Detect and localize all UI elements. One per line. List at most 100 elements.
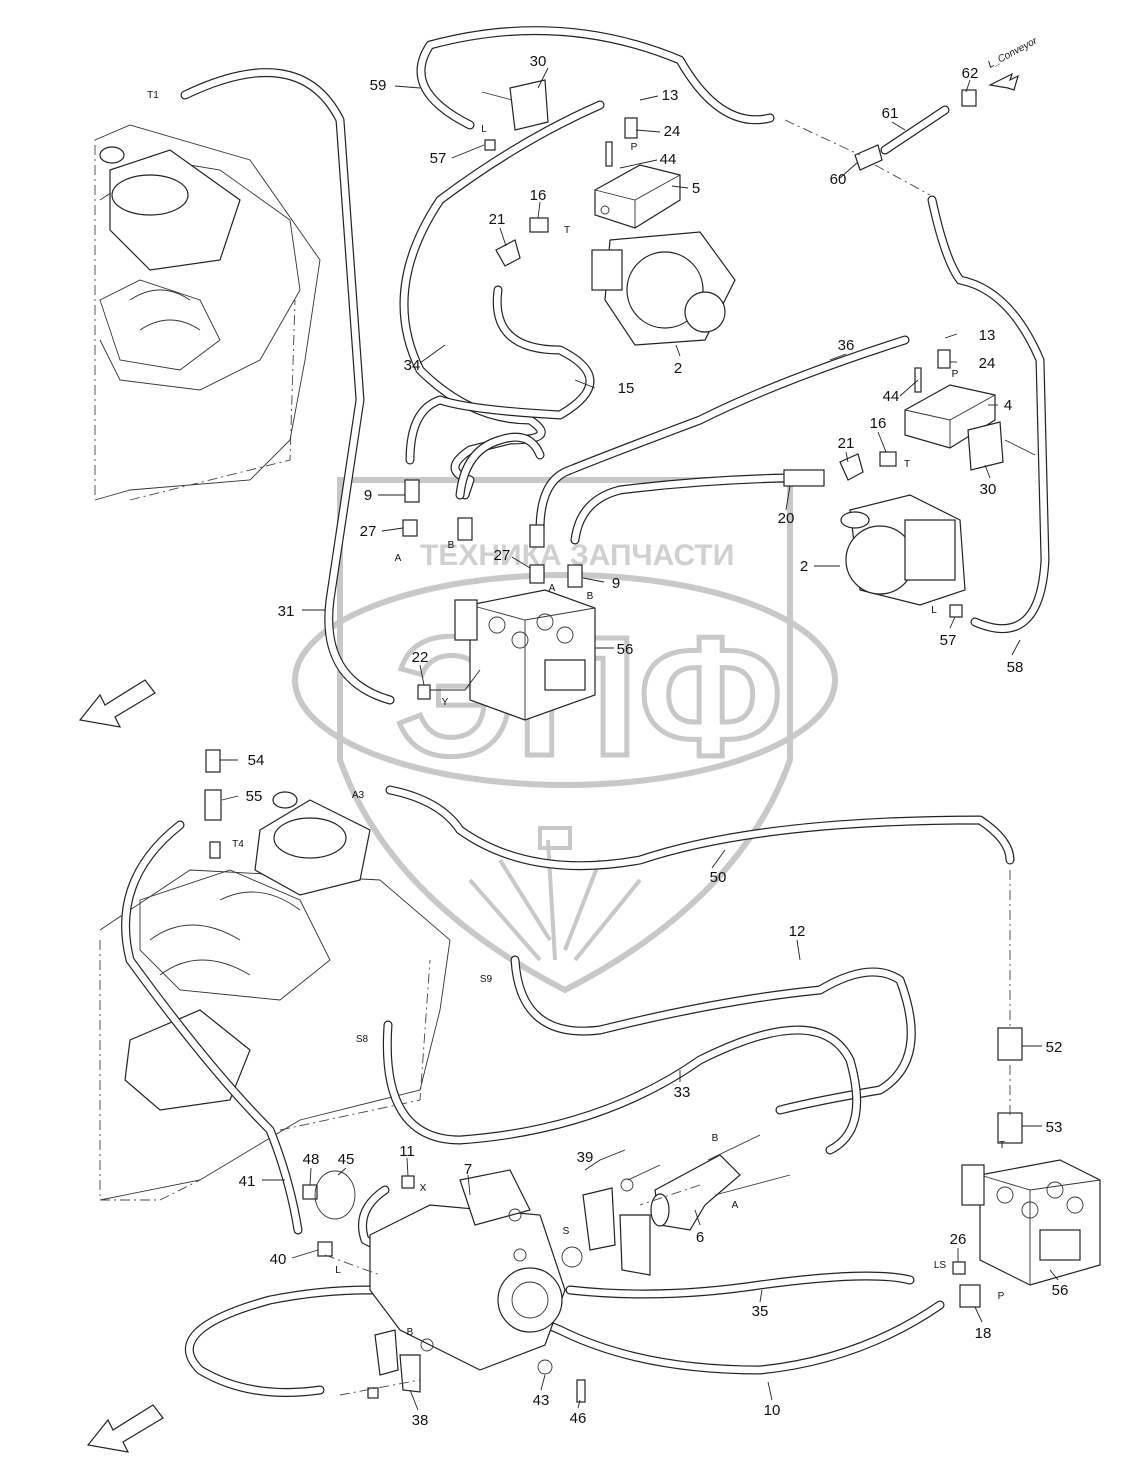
callout-46: 46 — [570, 1410, 587, 1427]
callout-43: 43 — [533, 1392, 550, 1409]
port-B-elbow: B — [712, 1133, 719, 1144]
port-B-bottom: B — [407, 1327, 414, 1338]
port-T4: T4 — [232, 839, 244, 850]
callout-54: 54 — [248, 752, 265, 769]
callout-13-top: 13 — [662, 87, 679, 104]
port-L-bottom: L — [335, 1265, 341, 1276]
callout-15: 15 — [618, 380, 635, 397]
callout-52: 52 — [1046, 1039, 1063, 1056]
hose-33 — [382, 1020, 862, 1155]
callout-58: 58 — [1007, 659, 1024, 676]
callout-31: 31 — [278, 603, 295, 620]
callout-4: 4 — [1004, 397, 1012, 414]
elbow-6 — [650, 1134, 791, 1231]
flow-arrows — [78, 72, 1019, 1453]
center-lines — [324, 119, 1011, 1396]
motor-2-top — [591, 231, 736, 346]
port-B-center: B — [587, 591, 594, 602]
callout-21-top: 21 — [489, 211, 506, 228]
callout-16-top: 16 — [530, 187, 547, 204]
hose-20 — [570, 473, 790, 545]
callout-7: 7 — [464, 1161, 472, 1178]
port-A3: A3 — [352, 790, 365, 801]
callout-57-top: 57 — [430, 150, 447, 167]
callout-57-right: 57 — [940, 632, 957, 649]
port-S8: S8 — [356, 1034, 369, 1045]
callout-9-right: 9 — [612, 575, 620, 592]
port-S9: S9 — [480, 974, 493, 985]
conveyor-arrow — [988, 72, 1019, 91]
port-Y: Y — [442, 697, 449, 708]
callout-62: 62 — [962, 65, 979, 82]
callout-39: 39 — [577, 1149, 594, 1166]
port-T-top: T — [564, 225, 570, 236]
callout-20: 20 — [778, 510, 795, 527]
port-A-left: A — [395, 553, 402, 564]
callout-44-right: 44 — [883, 388, 900, 405]
callout-56-top: 56 — [617, 641, 634, 658]
engine-bottom — [99, 791, 451, 1201]
callout-40: 40 — [270, 1251, 287, 1268]
port-X: X — [420, 1183, 427, 1194]
callout-9-left: 9 — [364, 487, 372, 504]
callout-50: 50 — [710, 869, 727, 886]
watermark-wheat — [468, 826, 642, 962]
flow-arrow-bottom — [86, 1404, 164, 1453]
watermark: ТЕХНИКА ЗАПЧАСТИ ЭПФ — [292, 477, 838, 994]
valve-block-5 — [594, 164, 681, 229]
control-block-56-top — [454, 589, 596, 721]
callout-48: 48 — [303, 1151, 320, 1168]
callout-27-left: 27 — [360, 523, 377, 540]
callout-38: 38 — [412, 1412, 429, 1429]
callout-30-top: 30 — [530, 53, 547, 70]
callout-61: 61 — [882, 105, 899, 122]
callout-33: 33 — [674, 1084, 691, 1101]
callout-10: 10 — [764, 1402, 781, 1419]
flange-39 — [582, 1164, 661, 1276]
fittings — [204, 89, 1023, 1403]
callout-59: 59 — [370, 77, 387, 94]
callout-24-top: 24 — [664, 123, 681, 140]
port-L-top: L — [481, 124, 487, 135]
callout-60: 60 — [830, 171, 847, 188]
hose-50 — [385, 785, 1015, 871]
flange-38 — [374, 1329, 421, 1393]
conveyor-label: L_Conveyor — [986, 35, 1039, 70]
leader-lines — [220, 67, 1059, 1411]
callout-22: 22 — [412, 649, 429, 666]
callout-11: 11 — [399, 1143, 415, 1160]
plate-30-right — [967, 421, 1036, 471]
callout-2-top: 2 — [674, 360, 682, 377]
motor-2-right — [840, 494, 966, 606]
callout-24-right: 24 — [979, 355, 996, 372]
callout-34: 34 — [404, 357, 421, 374]
port-T-bottom: T — [999, 1140, 1005, 1151]
callout-53: 53 — [1046, 1119, 1063, 1136]
callout-labels: 30 59 13 24 44 5 57 16 21 62 61 60 2 34 … — [239, 53, 1069, 1429]
port-labels: T1 L P T P T A B A B L Y A3 T4 S9 S8 B A… — [147, 90, 1005, 1338]
port-S: S — [563, 1226, 570, 1237]
hoses — [121, 26, 1050, 1397]
control-block-56-bottom — [961, 1159, 1101, 1286]
port-P-right: P — [952, 369, 959, 380]
pump-7 — [369, 1169, 566, 1371]
engine-top — [94, 124, 321, 501]
callout-44-top: 44 — [660, 151, 677, 168]
callout-6: 6 — [696, 1229, 704, 1246]
callout-2-right: 2 — [800, 558, 808, 575]
callout-21-right: 21 — [838, 435, 855, 452]
callout-41: 41 — [239, 1173, 256, 1190]
callout-26: 26 — [950, 1231, 967, 1248]
port-P-top: P — [631, 142, 638, 153]
callout-45: 45 — [338, 1151, 355, 1168]
port-A-elbow: A — [732, 1200, 739, 1211]
port-B-left: B — [448, 540, 455, 551]
callout-36: 36 — [838, 337, 855, 354]
callout-12: 12 — [789, 923, 806, 940]
callout-16-right: 16 — [870, 415, 887, 432]
plate-30-top — [481, 79, 549, 131]
callout-5: 5 — [692, 180, 700, 197]
callout-30-right: 30 — [980, 481, 997, 498]
port-LS: LS — [934, 1260, 947, 1271]
